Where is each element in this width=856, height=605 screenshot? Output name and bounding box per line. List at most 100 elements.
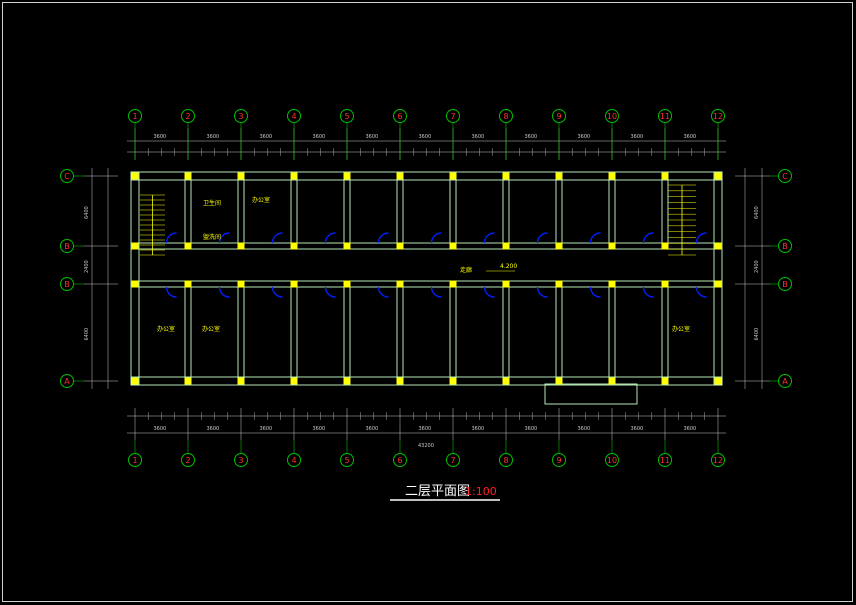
axis-bubble bbox=[605, 453, 619, 467]
column bbox=[608, 280, 616, 288]
column bbox=[714, 377, 722, 385]
column bbox=[290, 242, 298, 250]
door-swing bbox=[218, 286, 230, 298]
door-swing bbox=[642, 232, 654, 244]
dim-text-bottom: 3600 bbox=[313, 426, 326, 432]
drawing-title: 二层平面图 bbox=[405, 484, 470, 499]
axis-bubble bbox=[446, 109, 460, 123]
partition-wall bbox=[555, 283, 563, 382]
axis-label: 5 bbox=[344, 456, 349, 465]
dim-text-bottom: 3600 bbox=[525, 426, 538, 432]
axis-label: 7 bbox=[450, 112, 455, 121]
column bbox=[184, 280, 192, 288]
column bbox=[396, 242, 404, 250]
column bbox=[661, 172, 669, 180]
axis-bubble bbox=[778, 239, 792, 253]
column bbox=[555, 242, 563, 250]
axis-bubble bbox=[711, 453, 725, 467]
corridor-wall-north bbox=[134, 242, 719, 250]
column bbox=[502, 377, 510, 385]
partition-wall bbox=[555, 175, 563, 247]
dim-text-top: 3600 bbox=[472, 134, 485, 140]
axis-label: 2 bbox=[185, 456, 190, 465]
dim-text-bottom: 3600 bbox=[366, 426, 379, 432]
column bbox=[290, 172, 298, 180]
axis-bubble bbox=[60, 277, 74, 291]
dim-text-top: 3600 bbox=[260, 134, 273, 140]
door-swing bbox=[165, 286, 177, 298]
door-swing bbox=[430, 286, 442, 298]
dim-text-top: 3600 bbox=[525, 134, 538, 140]
partition-wall bbox=[502, 175, 510, 247]
room-label-washroom: 盥洗间 bbox=[203, 233, 221, 241]
door-swing bbox=[695, 286, 707, 298]
door-swing bbox=[483, 286, 495, 298]
dim-text-bottom: 3600 bbox=[472, 426, 485, 432]
partition-wall bbox=[237, 175, 245, 247]
corridor-wall-south bbox=[134, 280, 719, 288]
door-swing bbox=[377, 286, 389, 298]
column bbox=[661, 377, 669, 385]
stair-west bbox=[140, 194, 165, 256]
axis-bubble bbox=[658, 453, 672, 467]
dim-text-bottom: 3600 bbox=[578, 426, 591, 432]
door-swings bbox=[165, 232, 707, 298]
room-label-toilet: 卫生间 bbox=[203, 199, 221, 207]
column bbox=[502, 280, 510, 288]
dim-text-top: 3600 bbox=[207, 134, 220, 140]
axis-label: A bbox=[782, 377, 788, 386]
drawing-scale: 1:100 bbox=[465, 485, 497, 498]
axis-label: 10 bbox=[607, 456, 617, 465]
room-labels: 卫生间盥洗间办公室办公室办公室办公室走廊4.200 bbox=[157, 196, 690, 333]
axis-bubble bbox=[393, 453, 407, 467]
partition-wall bbox=[343, 283, 351, 382]
column bbox=[237, 377, 245, 385]
axis-bubble bbox=[658, 109, 672, 123]
dim-text-bottom: 3600 bbox=[684, 426, 697, 432]
axis-label: B bbox=[64, 242, 70, 251]
axis-bubble bbox=[340, 109, 354, 123]
partition-wall bbox=[661, 175, 669, 247]
column bbox=[714, 280, 722, 288]
stair-east bbox=[668, 184, 696, 256]
door-swing bbox=[430, 232, 442, 244]
dim-text-top: 3600 bbox=[154, 134, 167, 140]
dim-text-side: 2400 bbox=[754, 260, 760, 273]
column bbox=[396, 280, 404, 288]
axis-label: B bbox=[782, 280, 788, 289]
axis-label: 3 bbox=[238, 456, 243, 465]
partition-wall bbox=[608, 175, 616, 247]
door-swing bbox=[483, 232, 495, 244]
outer-wall-west bbox=[130, 171, 140, 386]
column bbox=[131, 280, 139, 288]
dimension-lines: 3600 3600 3600 3600 3600 3600 3600 3600 3600 3600… bbox=[84, 128, 770, 449]
dim-text-side: 6400 bbox=[84, 206, 90, 219]
axis-bubble bbox=[393, 109, 407, 123]
axis-bubble bbox=[181, 109, 195, 123]
column bbox=[608, 172, 616, 180]
column bbox=[555, 172, 563, 180]
column bbox=[502, 172, 510, 180]
axis-bubble bbox=[499, 109, 513, 123]
axis-label: 10 bbox=[607, 112, 617, 121]
dim-text-side: 2400 bbox=[84, 260, 90, 273]
column bbox=[396, 172, 404, 180]
column bbox=[184, 172, 192, 180]
partition-wall bbox=[396, 175, 404, 247]
column bbox=[290, 377, 298, 385]
door-swing bbox=[324, 286, 336, 298]
axis-bubble bbox=[778, 277, 792, 291]
dim-text-top: 3600 bbox=[366, 134, 379, 140]
door-swing bbox=[536, 232, 548, 244]
entrance-steps bbox=[544, 383, 638, 405]
column bbox=[237, 172, 245, 180]
axis-label: 4 bbox=[291, 456, 296, 465]
door-swing bbox=[536, 286, 548, 298]
dim-text-bottom: 3600 bbox=[631, 426, 644, 432]
axis-label: 1 bbox=[132, 112, 137, 121]
axis-label: 11 bbox=[660, 112, 670, 121]
axis-bubble bbox=[287, 453, 301, 467]
partition-wall bbox=[661, 283, 669, 382]
column bbox=[343, 242, 351, 250]
